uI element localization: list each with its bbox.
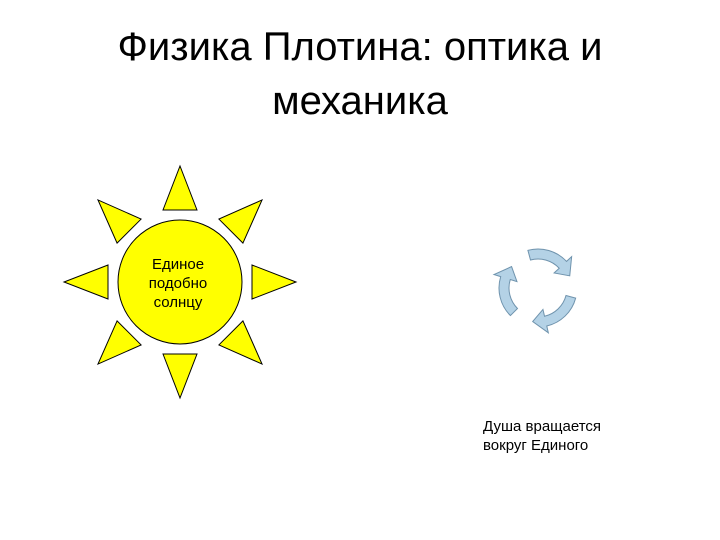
soul-label-line-1: Душа вращается	[483, 418, 602, 435]
sun-ray	[96, 198, 142, 244]
slide-title: Физика Плотина: оптика и механика	[60, 20, 660, 128]
sun-ray	[162, 353, 198, 400]
title-line-2: механика	[272, 79, 448, 123]
sun-ray	[218, 198, 264, 244]
cycle-arrow	[527, 248, 573, 277]
sun-label-line-3: солнцу	[153, 294, 203, 311]
sun-label-line-2: подобно	[148, 275, 208, 292]
soul-label-line-2: вокруг Единого	[483, 437, 589, 454]
cycle-arrow	[492, 265, 519, 317]
sun-label-line-1: Единое	[151, 256, 205, 273]
sun-ray	[218, 320, 264, 366]
sun-disc	[117, 219, 243, 345]
sun-ray	[251, 264, 298, 300]
sun-label: Единое подобно солнцу	[118, 255, 238, 312]
sun-ray	[162, 164, 198, 211]
soul-rotation-label: Душа вращается вокруг Единого	[483, 417, 683, 455]
cycle-arrows	[492, 248, 577, 334]
sun-symbol	[62, 164, 298, 400]
sun-ray	[96, 320, 142, 366]
sun-ray	[62, 264, 109, 300]
title-line-1: Физика Плотина: оптика и	[117, 25, 603, 69]
cycle-arrow	[531, 294, 577, 334]
